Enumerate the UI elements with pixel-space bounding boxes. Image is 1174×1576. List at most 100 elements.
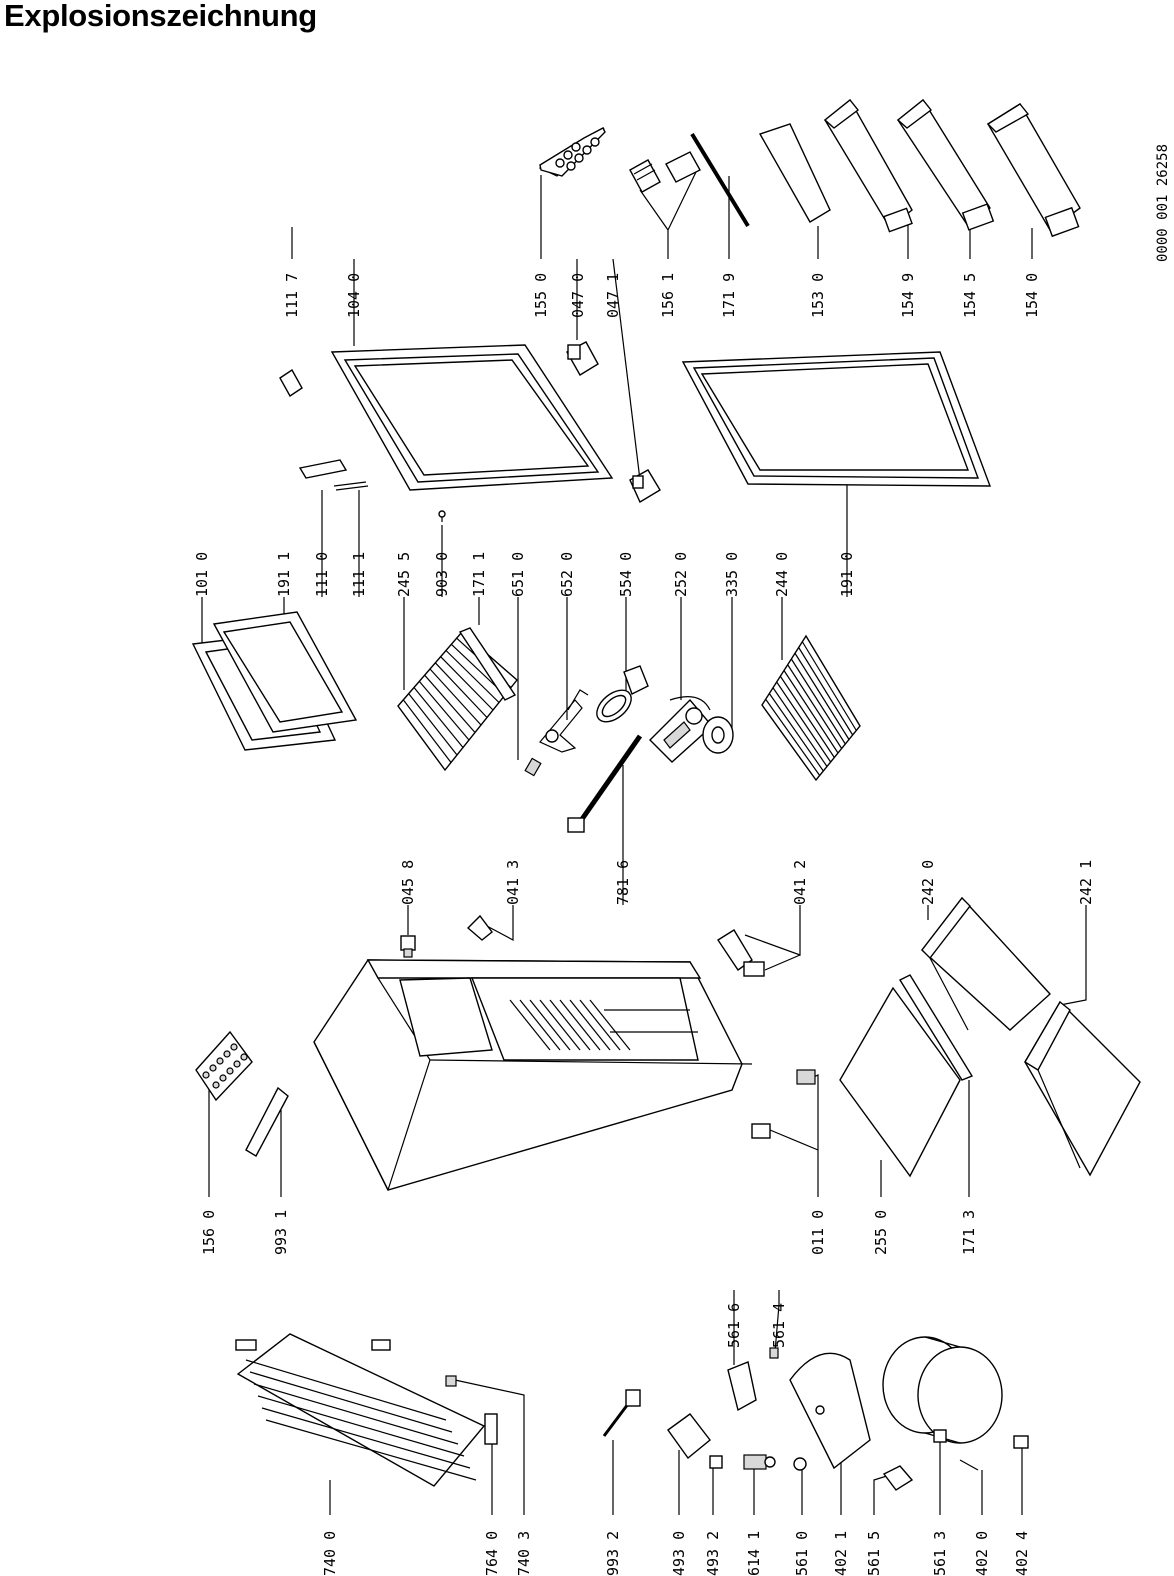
egg-tray-drawing: [538, 127, 606, 177]
part-label-561-4: 561 4: [770, 1303, 788, 1348]
overload-protector-drawing: [727, 1347, 779, 1412]
freezer-door-drawing: [330, 344, 614, 491]
adjustable-foot-drawing: [751, 1069, 816, 1139]
door-rack-154-9-drawing: [823, 98, 913, 233]
fridge-cabinet-drawing: [313, 959, 753, 1191]
ice-cube-cell: [202, 1071, 210, 1079]
part-label-740-3: 740 3: [515, 1531, 533, 1576]
glass-plate-strip-drawing: [899, 974, 974, 1081]
ice-cube-cell: [240, 1053, 248, 1061]
start-relay-drawing: [743, 1454, 776, 1470]
part-label-155-0: 155 0: [532, 273, 550, 318]
part-label-153-0: 153 0: [809, 273, 827, 318]
door-shelf-drawing: [758, 123, 831, 223]
shelf-wire: [798, 647, 854, 736]
grommet-drawing: [933, 1429, 1029, 1449]
part-label-242-0: 242 0: [919, 860, 937, 905]
part-label-047-1: 047 1: [604, 273, 622, 318]
cover-plate-drawing: [279, 368, 303, 398]
part-label-402-0: 402 0: [973, 1531, 991, 1576]
condenser-tube: [249, 1371, 453, 1433]
part-label-101-0: 101 0: [193, 552, 211, 597]
ice-cube-cell: [226, 1067, 234, 1075]
control-knob-drawing: [702, 716, 734, 754]
part-label-156-1: 156 1: [659, 273, 677, 318]
condenser-tube: [257, 1395, 465, 1457]
upper-hinge-drawing: [466, 914, 493, 941]
hinge-cover-drawing: [298, 459, 369, 491]
shelf-wire: [801, 641, 857, 731]
shelf-wire: [413, 687, 464, 748]
part-label-171-3: 171 3: [960, 1210, 978, 1255]
compressor-base-plate-drawing: [789, 1352, 871, 1470]
glass-shelf-drawing: [761, 634, 861, 782]
ice-cube-cell: [219, 1074, 227, 1082]
part-label-252-0: 252 0: [672, 552, 690, 597]
evaporator-fin: [559, 999, 601, 1051]
mounting-clip-drawing: [882, 1465, 914, 1491]
relay-clip-drawing: [709, 1455, 723, 1469]
glass-plate-drawing: [839, 986, 961, 1178]
part-label-171-1: 171 1: [470, 552, 488, 597]
fridge-door-gasket-drawing: [681, 351, 992, 487]
part-label-561-5: 561 5: [865, 1531, 883, 1576]
part-label-154-0: 154 0: [1023, 273, 1041, 318]
screw-drawing: [438, 510, 446, 522]
part-label-335-0: 335 0: [723, 552, 741, 597]
shelf-wire: [429, 668, 482, 726]
crisper-drawer-small-drawing: [921, 896, 1051, 1031]
thermostat-rod-drawing: [567, 734, 643, 833]
filter-dryer-drawing: [445, 1375, 498, 1445]
relay-cover-drawing: [667, 1413, 711, 1460]
shelf-wire: [783, 670, 839, 754]
compressor-drawing: [882, 1336, 1003, 1471]
part-label-047-0: 047 0: [569, 273, 587, 318]
evaporator-fin: [589, 999, 631, 1051]
condenser-tube: [261, 1407, 471, 1469]
part-label-402-1: 402 1: [832, 1531, 850, 1576]
part-label-993-2: 993 2: [604, 1531, 622, 1576]
door-rack-154-5-drawing: [896, 98, 995, 231]
condenser-tube: [253, 1383, 459, 1445]
ice-cube-cell: [216, 1057, 224, 1065]
thermostat-drawing: [539, 689, 589, 753]
shelf-wire: [418, 680, 470, 741]
part-label-156-0: 156 0: [200, 1210, 218, 1255]
hinge-pin-drawing: [566, 341, 599, 376]
part-label-614-1: 614 1: [745, 1531, 763, 1576]
part-label-652-0: 652 0: [558, 552, 576, 597]
shelf-wire: [424, 674, 476, 733]
freezer-scraper-drawing: [245, 1086, 289, 1157]
part-label-242-1: 242 1: [1077, 860, 1095, 905]
ice-tray-drawing: [195, 1030, 253, 1102]
wire-shelf-drawing: [397, 631, 518, 772]
condenser-tube: [265, 1419, 477, 1481]
shelf-wire: [794, 652, 850, 740]
shelf-wire: [776, 681, 832, 763]
evaporator-fin: [539, 999, 581, 1051]
terminal-cover-drawing: [793, 1457, 807, 1471]
part-label-171-9: 171 9: [720, 273, 738, 318]
part-label-651-0: 651 0: [509, 552, 527, 597]
lower-hinge-drawing: [717, 929, 765, 977]
ice-cube-cell: [223, 1050, 231, 1058]
part-label-041-2: 041 2: [791, 860, 809, 905]
evaporator-fin: [549, 999, 591, 1051]
part-label-402-4: 402 4: [1013, 1531, 1031, 1576]
shelf-wire: [445, 650, 500, 703]
part-label-011-0: 011 0: [809, 1210, 827, 1255]
document-number: 0000 001 26258: [1155, 144, 1171, 262]
part-label-740-0: 740 0: [321, 1531, 339, 1576]
condenser-drawing: [235, 1333, 486, 1487]
evaporator-fin: [519, 999, 561, 1051]
evaporator-fin: [509, 999, 551, 1051]
control-housing-drawing: [649, 696, 713, 763]
part-label-493-0: 493 0: [670, 1531, 688, 1576]
page-title: Explosionszeichnung: [4, 0, 317, 33]
shelf-wire: [787, 664, 843, 749]
part-label-493-2: 493 2: [704, 1531, 722, 1576]
part-label-041-3: 041 3: [504, 860, 522, 905]
part-label-561-3: 561 3: [931, 1531, 949, 1576]
part-label-255-0: 255 0: [872, 1210, 890, 1255]
ice-cube-cell: [209, 1064, 217, 1072]
